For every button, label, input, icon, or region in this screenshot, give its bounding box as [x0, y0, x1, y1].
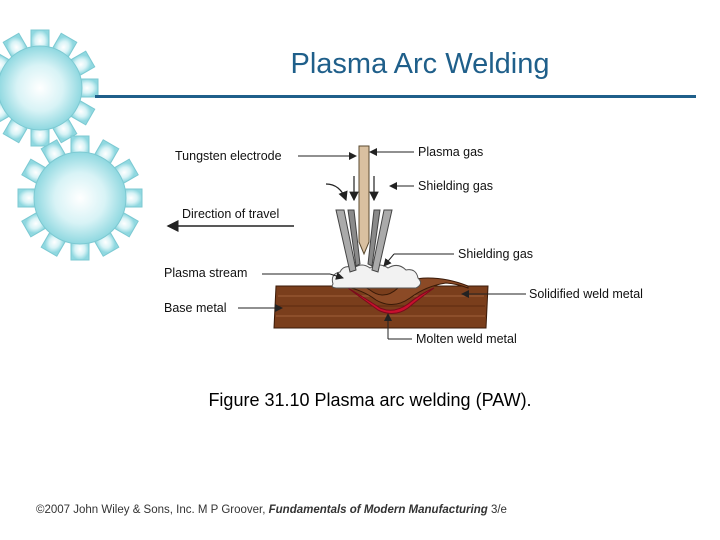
- label-molten-weld-metal: Molten weld metal: [416, 332, 517, 346]
- molten-weld-pool: [347, 287, 435, 314]
- gears-decoration: [0, 29, 143, 261]
- label-direction-of-travel: Direction of travel: [182, 207, 279, 221]
- footer-citation: ©2007 John Wiley & Sons, Inc. M P Groove…: [36, 504, 507, 516]
- label-base-metal: Base metal: [164, 301, 227, 315]
- torch-nozzle: [335, 209, 393, 273]
- base-metal-plate: [273, 285, 489, 329]
- gear-icon: [17, 135, 143, 261]
- solidified-weld-bead: [342, 277, 469, 305]
- slide-title: Plasma Arc Welding: [290, 48, 550, 80]
- footer-edition: 3/e: [487, 504, 507, 516]
- footer-copyright: ©2007 John Wiley & Sons, Inc. M P Groove…: [36, 504, 269, 516]
- gear-icon: [0, 29, 99, 147]
- gas-flow-arrows: [325, 176, 379, 202]
- label-plasma-stream: Plasma stream: [164, 266, 247, 280]
- label-shielding-gas-right: Shielding gas: [458, 247, 533, 261]
- tungsten-electrode: [358, 145, 370, 256]
- label-leader-lines: [238, 148, 526, 340]
- label-plasma-gas: Plasma gas: [418, 145, 483, 159]
- label-shielding-gas-top: Shielding gas: [418, 179, 493, 193]
- label-solidified-weld-metal: Solidified weld metal: [529, 287, 643, 301]
- plasma-arc-welding-diagram: Tungsten electrode Direction of travel P…: [164, 145, 643, 346]
- figure-caption: Figure 31.10 Plasma arc welding (PAW).: [208, 390, 532, 410]
- label-tungsten-electrode: Tungsten electrode: [175, 149, 282, 163]
- footer-book-title: Fundamentals of Modern Manufacturing: [268, 504, 488, 516]
- title-divider: [95, 95, 696, 98]
